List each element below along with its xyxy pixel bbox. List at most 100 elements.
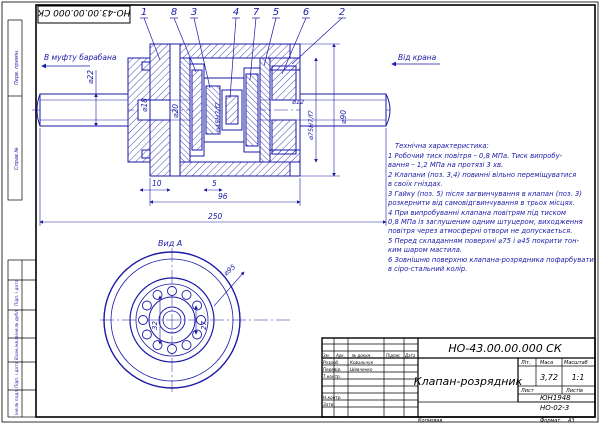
notes-line: в сіро-стальний колір. bbox=[388, 265, 467, 273]
bolt-hole bbox=[152, 340, 163, 351]
stamp-code: НО-43.00.00.000 СК bbox=[37, 7, 130, 17]
callout-3: 3 bbox=[191, 7, 197, 18]
tb-mass-label: Маса bbox=[540, 360, 553, 366]
callout-2: 2 bbox=[339, 7, 345, 18]
title-block bbox=[321, 337, 596, 418]
strip-label: Підп. і дата bbox=[14, 279, 20, 306]
tb-scale-label: Масштаб bbox=[564, 360, 588, 366]
dim-90: ⌀90 bbox=[339, 110, 348, 124]
bolt-hole bbox=[167, 286, 177, 296]
view-a bbox=[100, 248, 290, 392]
dim-32: 32 bbox=[151, 321, 159, 330]
dim-96: 96 bbox=[218, 192, 228, 201]
notes-line: розкернити від самовідгвинчування в трьо… bbox=[387, 199, 575, 207]
notes-line: повітря через атмосферні отвори не допус… bbox=[388, 227, 572, 235]
tb-row-label: Зм. bbox=[323, 353, 330, 358]
tb-sheet-label: Лист bbox=[520, 388, 535, 394]
tb-name: Клапан-розрядник bbox=[414, 375, 523, 388]
callout-4: 4 bbox=[233, 7, 239, 18]
notes-line: вання – 1,2 МПа на протязі 3 хв. bbox=[388, 161, 503, 169]
tb-code: НО-43.00.00.000 СК bbox=[448, 342, 563, 355]
dim-20: ⌀20 bbox=[171, 104, 180, 118]
tb-mass: 3,72 bbox=[540, 373, 558, 382]
dim-95: ⌀95 bbox=[222, 263, 238, 278]
section-view bbox=[32, 43, 391, 177]
view-a-label: Вид А bbox=[158, 239, 182, 248]
dim-10: 10 bbox=[152, 179, 162, 188]
strip-label: Взам.інв.№ bbox=[14, 335, 20, 360]
notes-line: ким шаром мастила. bbox=[388, 246, 462, 254]
dim-5: 5 bbox=[212, 179, 217, 188]
bolt-hole bbox=[141, 300, 152, 311]
tb-role: Перевір. bbox=[323, 367, 342, 372]
tb-name-1: Ковальчук bbox=[350, 360, 374, 365]
notes-line: в своїх гніздах. bbox=[388, 180, 443, 188]
callout-numbers: 1 8 3 4 7 5 6 2 bbox=[141, 7, 345, 18]
bolt-hole bbox=[181, 289, 192, 300]
title-block-text: НО-43.00.00.000 СК Клапан-розрядник Літ.… bbox=[323, 342, 588, 424]
notes-line: 4 При випробуванні клапана повітрям під … bbox=[388, 209, 566, 217]
notes-line: 5 Перед складанням поверхні ⌀75 і ⌀45 по… bbox=[388, 237, 580, 245]
tb-copied: Копіював bbox=[418, 418, 442, 424]
label-left-connection: В муфту барабана bbox=[44, 53, 117, 62]
flow-arrows bbox=[41, 61, 440, 69]
notes-line: 0,8 МПа із заглушеним одним штуцером, ви… bbox=[388, 218, 583, 226]
tb-role: Затв. bbox=[323, 402, 335, 407]
bolt-hole bbox=[167, 344, 177, 354]
tb-role: Т.контр. bbox=[323, 374, 341, 379]
left-strip bbox=[7, 19, 37, 418]
tb-row-label: Підпис bbox=[386, 353, 401, 358]
tb-row-label: № докум. bbox=[351, 353, 372, 358]
tb-lit-label: Літ. bbox=[520, 360, 531, 366]
dimension-lines bbox=[39, 43, 387, 226]
dim-22: ⌀22 bbox=[86, 70, 95, 84]
tb-format: Формат bbox=[540, 418, 561, 424]
tb-role: Н.контр. bbox=[323, 395, 342, 400]
notes-line: 1 Робочий тиск повітря – 0,8 МПа. Тиск в… bbox=[388, 152, 563, 160]
dim-75: ⌀75Н7/f7 bbox=[307, 109, 315, 140]
tb-role: Розроб. bbox=[323, 360, 339, 365]
dimension-texts: ⌀22 ⌀18 ⌀20 ⌀45Н7/f7 ⌀12 ⌀75Н7/f7 ⌀90 10… bbox=[86, 70, 348, 221]
strip-label: Інв.№ подл. bbox=[14, 389, 20, 415]
tb-org1: ЮН1948 bbox=[540, 394, 571, 402]
tb-format-val: А3 bbox=[567, 418, 575, 424]
bolt-hole bbox=[192, 300, 203, 311]
bolt-hole bbox=[192, 329, 203, 340]
strip-label: Інв.№ дубл. bbox=[14, 309, 20, 335]
tb-row-label: Дата bbox=[404, 353, 416, 358]
callout-7: 7 bbox=[253, 7, 260, 18]
strip-label: Перв. примін. bbox=[14, 49, 20, 85]
notes-line: 3 Гайку (поз. 5) після загвинчування в к… bbox=[388, 190, 582, 198]
rotated-stamp: НО-43.00.00.000 СК bbox=[37, 5, 131, 24]
strip-label: Справ № bbox=[14, 147, 20, 170]
tb-scale: 1:1 bbox=[572, 373, 585, 382]
label-right-connection: Від крана bbox=[398, 53, 437, 62]
dim-12: ⌀12 bbox=[292, 98, 304, 106]
notes-line: 2 Клапани (поз. 3,4) повинні вільно пере… bbox=[388, 171, 576, 179]
bolt-hole bbox=[152, 289, 163, 300]
tb-row-label: Арк. bbox=[335, 353, 345, 358]
bolt-hole bbox=[138, 315, 148, 325]
dim-250: 250 bbox=[208, 212, 223, 221]
callout-6: 6 bbox=[303, 7, 309, 18]
dim-27: 27 bbox=[200, 321, 208, 330]
callout-leaders bbox=[140, 17, 346, 99]
callout-1: 1 bbox=[141, 7, 147, 18]
dim-45: ⌀45Н7/f7 bbox=[214, 101, 222, 132]
left-strip-labels: Перв. примін. Справ № Підп. і дата Інв.№… bbox=[14, 49, 20, 415]
technical-notes: Технічна характеристика: 1 Робочий тиск … bbox=[387, 142, 594, 273]
callout-8: 8 bbox=[171, 7, 177, 18]
bolt-hole bbox=[181, 340, 192, 351]
tb-org2: НО-02-3 bbox=[540, 404, 569, 412]
bolt-hole bbox=[141, 329, 152, 340]
notes-heading: Технічна характеристика: bbox=[395, 142, 489, 150]
tb-name-2: Шевченко bbox=[350, 367, 373, 372]
tb-sheets-label: Листів bbox=[565, 388, 583, 394]
strip-label: Підп. і дата bbox=[14, 361, 20, 388]
callout-5: 5 bbox=[273, 7, 279, 18]
dim-18: ⌀18 bbox=[140, 98, 149, 112]
notes-line: 6 Зовнішню поверхню клапана-розрядника п… bbox=[388, 256, 594, 264]
